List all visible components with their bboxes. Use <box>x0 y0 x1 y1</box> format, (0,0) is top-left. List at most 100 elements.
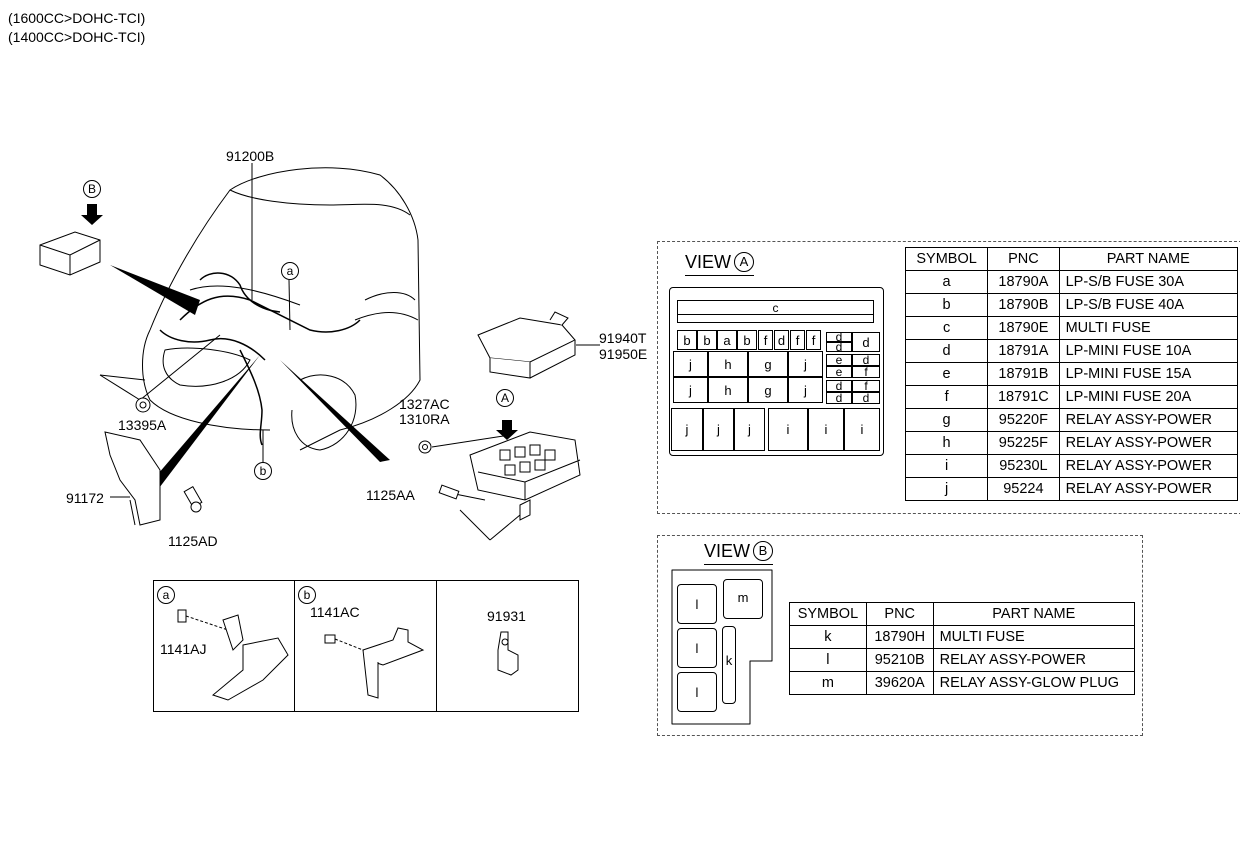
fuse-f-3: f <box>806 330 821 350</box>
detail-a-marker: a <box>157 586 175 604</box>
mini-d-2: d <box>852 332 880 352</box>
label-cover-1: 91940T <box>599 330 647 346</box>
pnc-cell: 18791B <box>987 362 1060 386</box>
relay-l-2[interactable]: l <box>677 628 717 668</box>
pnc-cell: 18790H <box>865 625 934 649</box>
mini-d-6: d <box>826 392 852 404</box>
relay-j-4: j <box>788 377 823 403</box>
part-name-cell: LP-MINI FUSE 10A <box>1058 339 1239 363</box>
relay-h-1: h <box>708 351 748 377</box>
col-part-name: PART NAME <box>932 602 1136 626</box>
symbol-cell: e <box>904 362 989 386</box>
detail-divider-1 <box>294 580 295 711</box>
relay-j-7: j <box>734 408 765 451</box>
part-name-cell: LP-MINI FUSE 20A <box>1058 385 1239 409</box>
multi-fuse-k[interactable]: k <box>722 626 736 704</box>
col-pnc: PNC <box>987 247 1060 271</box>
mini-e-1: e <box>826 354 852 366</box>
pnc-cell: 95225F <box>987 431 1060 455</box>
relay-l-3[interactable]: l <box>677 672 717 712</box>
mini-d-7: d <box>852 392 880 404</box>
engine-spec-1: (1600CC>DOHC-TCI) <box>8 10 146 26</box>
relay-j-6: j <box>703 408 734 451</box>
fuse-d-1: d <box>774 330 789 350</box>
label-harness: 91200B <box>226 148 275 164</box>
mini-d-5: d <box>826 380 852 392</box>
col-part-name: PART NAME <box>1058 247 1239 271</box>
marker-view-b: B <box>83 180 101 198</box>
mini-f-1: f <box>852 366 880 378</box>
fuse-a: a <box>717 330 737 350</box>
symbol-cell: b <box>904 293 989 317</box>
label-grommet: 13395A <box>118 417 167 433</box>
pnc-cell: 95224 <box>987 477 1060 501</box>
pnc-cell: 95220F <box>987 408 1060 432</box>
symbol-cell: m <box>789 671 867 695</box>
fuse-f-1: f <box>758 330 773 350</box>
relay-j-5: j <box>671 408 703 451</box>
label-bolt-box: 1125AA <box>366 487 415 503</box>
label-nut-1: 1327AC <box>399 396 450 412</box>
fuse-b-2: b <box>697 330 717 350</box>
symbol-cell: i <box>904 454 989 478</box>
label-bracket: 91172 <box>66 490 104 506</box>
view-b-frame <box>657 535 1143 736</box>
marker-a: a <box>281 262 299 280</box>
detail-b-marker: b <box>298 586 316 604</box>
pnc-cell: 39620A <box>865 671 934 695</box>
col-symbol: SYMBOL <box>789 602 867 626</box>
pnc-cell: 18790E <box>987 316 1060 340</box>
symbol-cell: a <box>904 270 989 294</box>
part-name-cell: RELAY ASSY-POWER <box>1058 431 1239 455</box>
relay-i-2: i <box>808 408 844 451</box>
relay-h-2: h <box>708 377 748 403</box>
view-a-title-text: VIEW <box>685 252 732 272</box>
relay-g-2: g <box>748 377 788 403</box>
relay-i-3: i <box>844 408 880 451</box>
detail-panels <box>153 580 579 712</box>
relay-j-1: j <box>673 351 708 377</box>
part-name-cell: LP-S/B FUSE 40A <box>1058 293 1239 317</box>
relay-m[interactable]: m <box>723 579 763 619</box>
symbol-cell: g <box>904 408 989 432</box>
part-name-cell: LP-MINI FUSE 15A <box>1058 362 1239 386</box>
part-name-cell: RELAY ASSY-POWER <box>1058 408 1239 432</box>
col-symbol: SYMBOL <box>904 247 989 271</box>
fuse-c-strip: c <box>677 300 874 323</box>
fuse-b-1: b <box>677 330 697 350</box>
part-name-cell: MULTI FUSE <box>1058 316 1239 340</box>
col-pnc: PNC <box>865 602 934 626</box>
symbol-cell: d <box>904 339 989 363</box>
view-a-frame <box>657 241 1240 514</box>
part-name-cell: MULTI FUSE <box>932 625 1136 649</box>
relay-l-1[interactable]: l <box>677 584 717 624</box>
label-nut-2: 1310RA <box>399 411 450 427</box>
mini-f-2: f <box>852 380 880 392</box>
detail-divider-2 <box>436 580 437 711</box>
pnc-cell: 18790B <box>987 293 1060 317</box>
view-a-tag: A <box>734 252 755 272</box>
symbol-cell: h <box>904 431 989 455</box>
part-name-cell: RELAY ASSY-POWER <box>1058 454 1239 478</box>
detail-a-part: 1141AJ <box>160 641 207 657</box>
detail-illustrations <box>177 609 519 701</box>
part-name-cell: RELAY ASSY-GLOW PLUG <box>932 671 1136 695</box>
detail-b-part: 1141AC <box>310 604 360 620</box>
relay-i-1: i <box>768 408 808 451</box>
engine-spec-2: (1400CC>DOHC-TCI) <box>8 29 146 45</box>
fuse-f-2: f <box>790 330 805 350</box>
mini-d-1: d <box>826 331 852 343</box>
fuse-b-3: b <box>737 330 757 350</box>
